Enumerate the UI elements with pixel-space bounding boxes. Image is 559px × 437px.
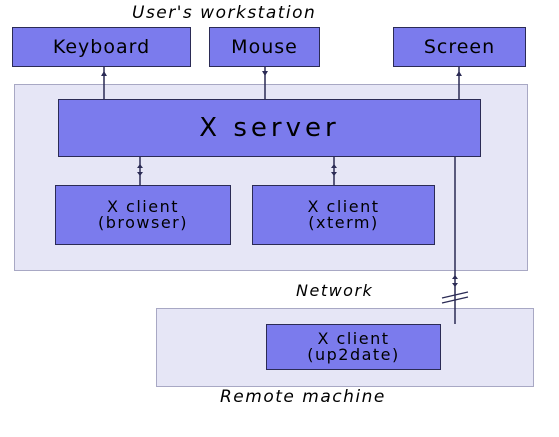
screen-box: Screen xyxy=(393,27,526,67)
workstation-caption: User's workstation xyxy=(132,3,317,23)
mouse-arrow-icon xyxy=(262,71,268,76)
network-label: Network xyxy=(296,281,374,300)
network-break-mark-1 xyxy=(441,291,469,299)
xterm-arrow-up-icon xyxy=(331,164,337,168)
remote-machine-caption: Remote machine xyxy=(220,387,386,407)
mouse-box: Mouse xyxy=(209,27,320,67)
network-break-mark-2 xyxy=(441,296,469,304)
remote-machine-panel xyxy=(156,308,534,387)
network-arrow-down-icon xyxy=(452,283,458,287)
x-client-up2date-box: X client (up2date) xyxy=(266,324,441,370)
xterm-arrow-down-icon xyxy=(331,172,337,176)
browser-arrow-down-icon xyxy=(137,172,143,176)
x-server-box: X server xyxy=(58,99,481,157)
keyboard-box: Keyboard xyxy=(12,27,191,67)
network-arrow-up-icon xyxy=(452,275,458,279)
screen-arrow-icon xyxy=(456,71,462,76)
x-client-xterm-box: X client (xterm) xyxy=(252,185,435,245)
browser-arrow-up-icon xyxy=(137,164,143,168)
x-client-browser-box: X client (browser) xyxy=(55,185,231,245)
keyboard-arrow-icon xyxy=(101,71,107,76)
